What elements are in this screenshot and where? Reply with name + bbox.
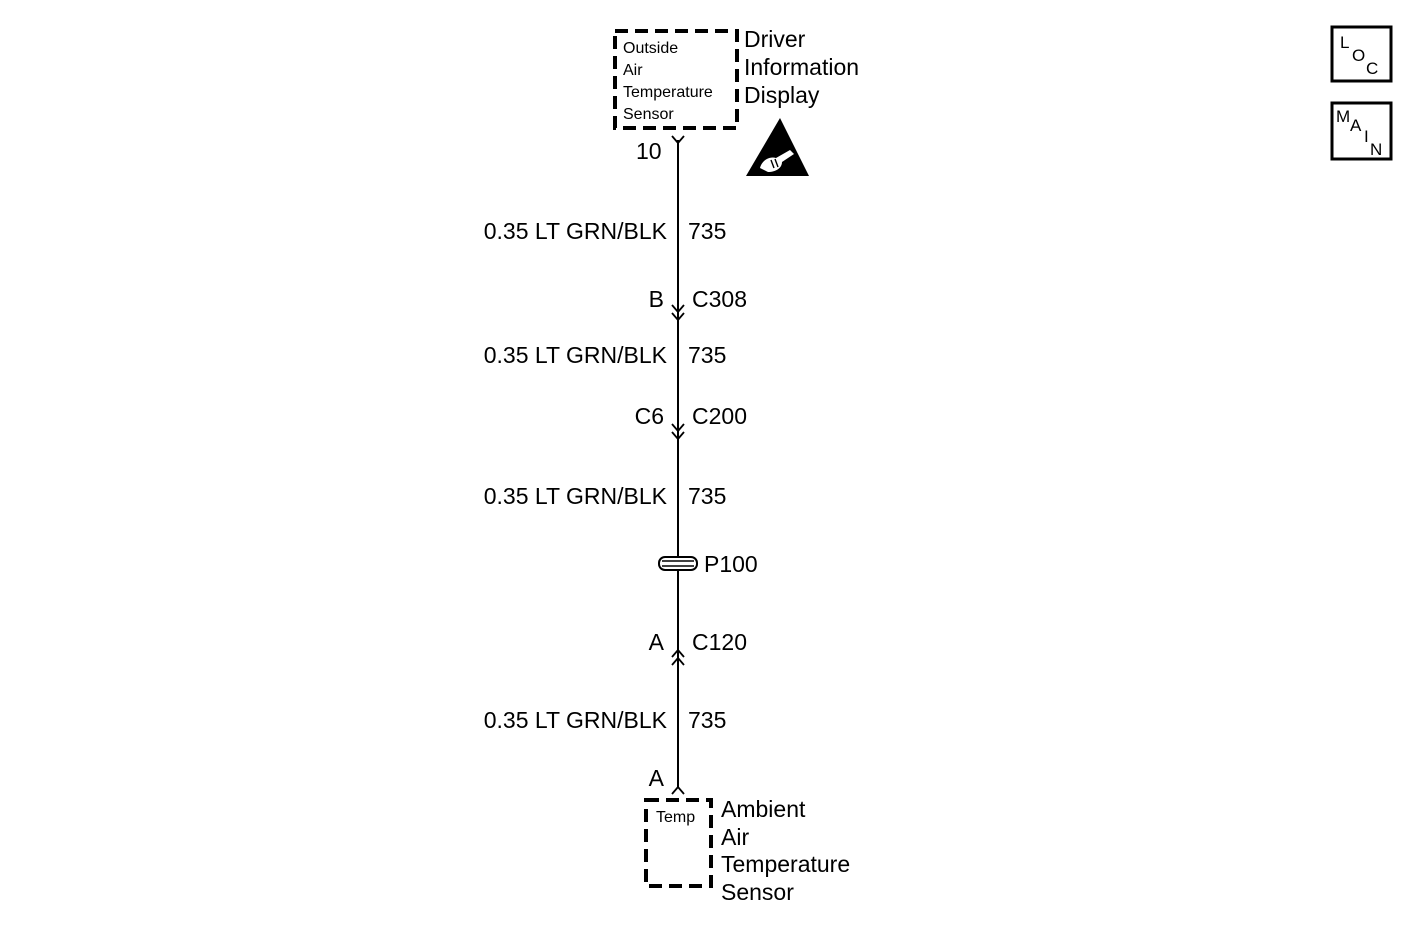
- module-bottom-pin-label: A: [649, 765, 665, 791]
- circuit-label-2: 735: [688, 342, 726, 368]
- module-bottom-inner: Temp: [656, 809, 695, 826]
- wire-label-1: 0.35 LT GRN/BLK: [484, 218, 668, 244]
- loc-letter-c: C: [1366, 59, 1378, 78]
- ambient-air-temperature-sensor: A Temp Ambient Air Temperature Sensor: [644, 765, 850, 905]
- module-top-name-line-1: Driver: [744, 26, 806, 52]
- main-letter-a: A: [1350, 116, 1362, 135]
- splice-p100: P100: [658, 551, 758, 577]
- main-letter-m: M: [1336, 107, 1350, 126]
- module-top-inner-line-3: Temperature: [623, 84, 713, 101]
- main-letter-i: I: [1364, 127, 1369, 146]
- module-top-name-line-3: Display: [744, 82, 820, 108]
- module-bottom-pin-terminal: [671, 785, 685, 795]
- module-top-inner-line-2: Air: [623, 62, 643, 79]
- wire-label-4: 0.35 LT GRN/BLK: [484, 707, 668, 733]
- module-bottom-name-line-1: Ambient: [721, 796, 806, 822]
- connector-c308-name: C308: [692, 286, 747, 312]
- connector-c200: C6 C200: [635, 403, 747, 441]
- wire-label-3: 0.35 LT GRN/BLK: [484, 483, 668, 509]
- connector-c308-pin: B: [649, 286, 664, 312]
- connector-c120-pin: A: [649, 629, 665, 655]
- splice-p100-name: P100: [704, 551, 758, 577]
- module-top-inner-line-1: Outside: [623, 40, 678, 57]
- circuit-label-3: 735: [688, 483, 726, 509]
- module-top-name-line-2: Information: [744, 54, 859, 80]
- esd-warning-icon: [746, 118, 809, 176]
- circuit-label-4: 735: [688, 707, 726, 733]
- connector-c200-name: C200: [692, 403, 747, 429]
- loc-letter-o: O: [1352, 46, 1365, 65]
- temp-sensor-box: [644, 798, 713, 888]
- connector-c120-name: C120: [692, 629, 747, 655]
- module-top-pin-terminal: [671, 135, 685, 145]
- main-nav-button[interactable]: M A I N: [1330, 101, 1393, 161]
- module-bottom-name-line-2: Air: [721, 824, 749, 850]
- module-bottom-name-line-3: Temperature: [721, 851, 850, 877]
- loc-letter-l: L: [1340, 33, 1349, 52]
- module-top-pin-label: 10: [636, 138, 662, 164]
- module-top-inner-line-4: Sensor: [623, 106, 674, 123]
- connector-c308: B C308: [649, 286, 747, 322]
- wire-label-2: 0.35 LT GRN/BLK: [484, 342, 668, 368]
- circuit-label-1: 735: [688, 218, 726, 244]
- module-bottom-name-line-4: Sensor: [721, 879, 794, 905]
- loc-nav-button[interactable]: L O C: [1330, 25, 1393, 83]
- main-letter-n: N: [1370, 140, 1382, 159]
- driver-information-display-module: Outside Air Temperature Sensor Driver In…: [613, 26, 859, 164]
- connector-c200-pin: C6: [635, 403, 664, 429]
- outside-air-temp-sensor-box: [613, 29, 739, 130]
- connector-c120: A C120: [649, 629, 747, 666]
